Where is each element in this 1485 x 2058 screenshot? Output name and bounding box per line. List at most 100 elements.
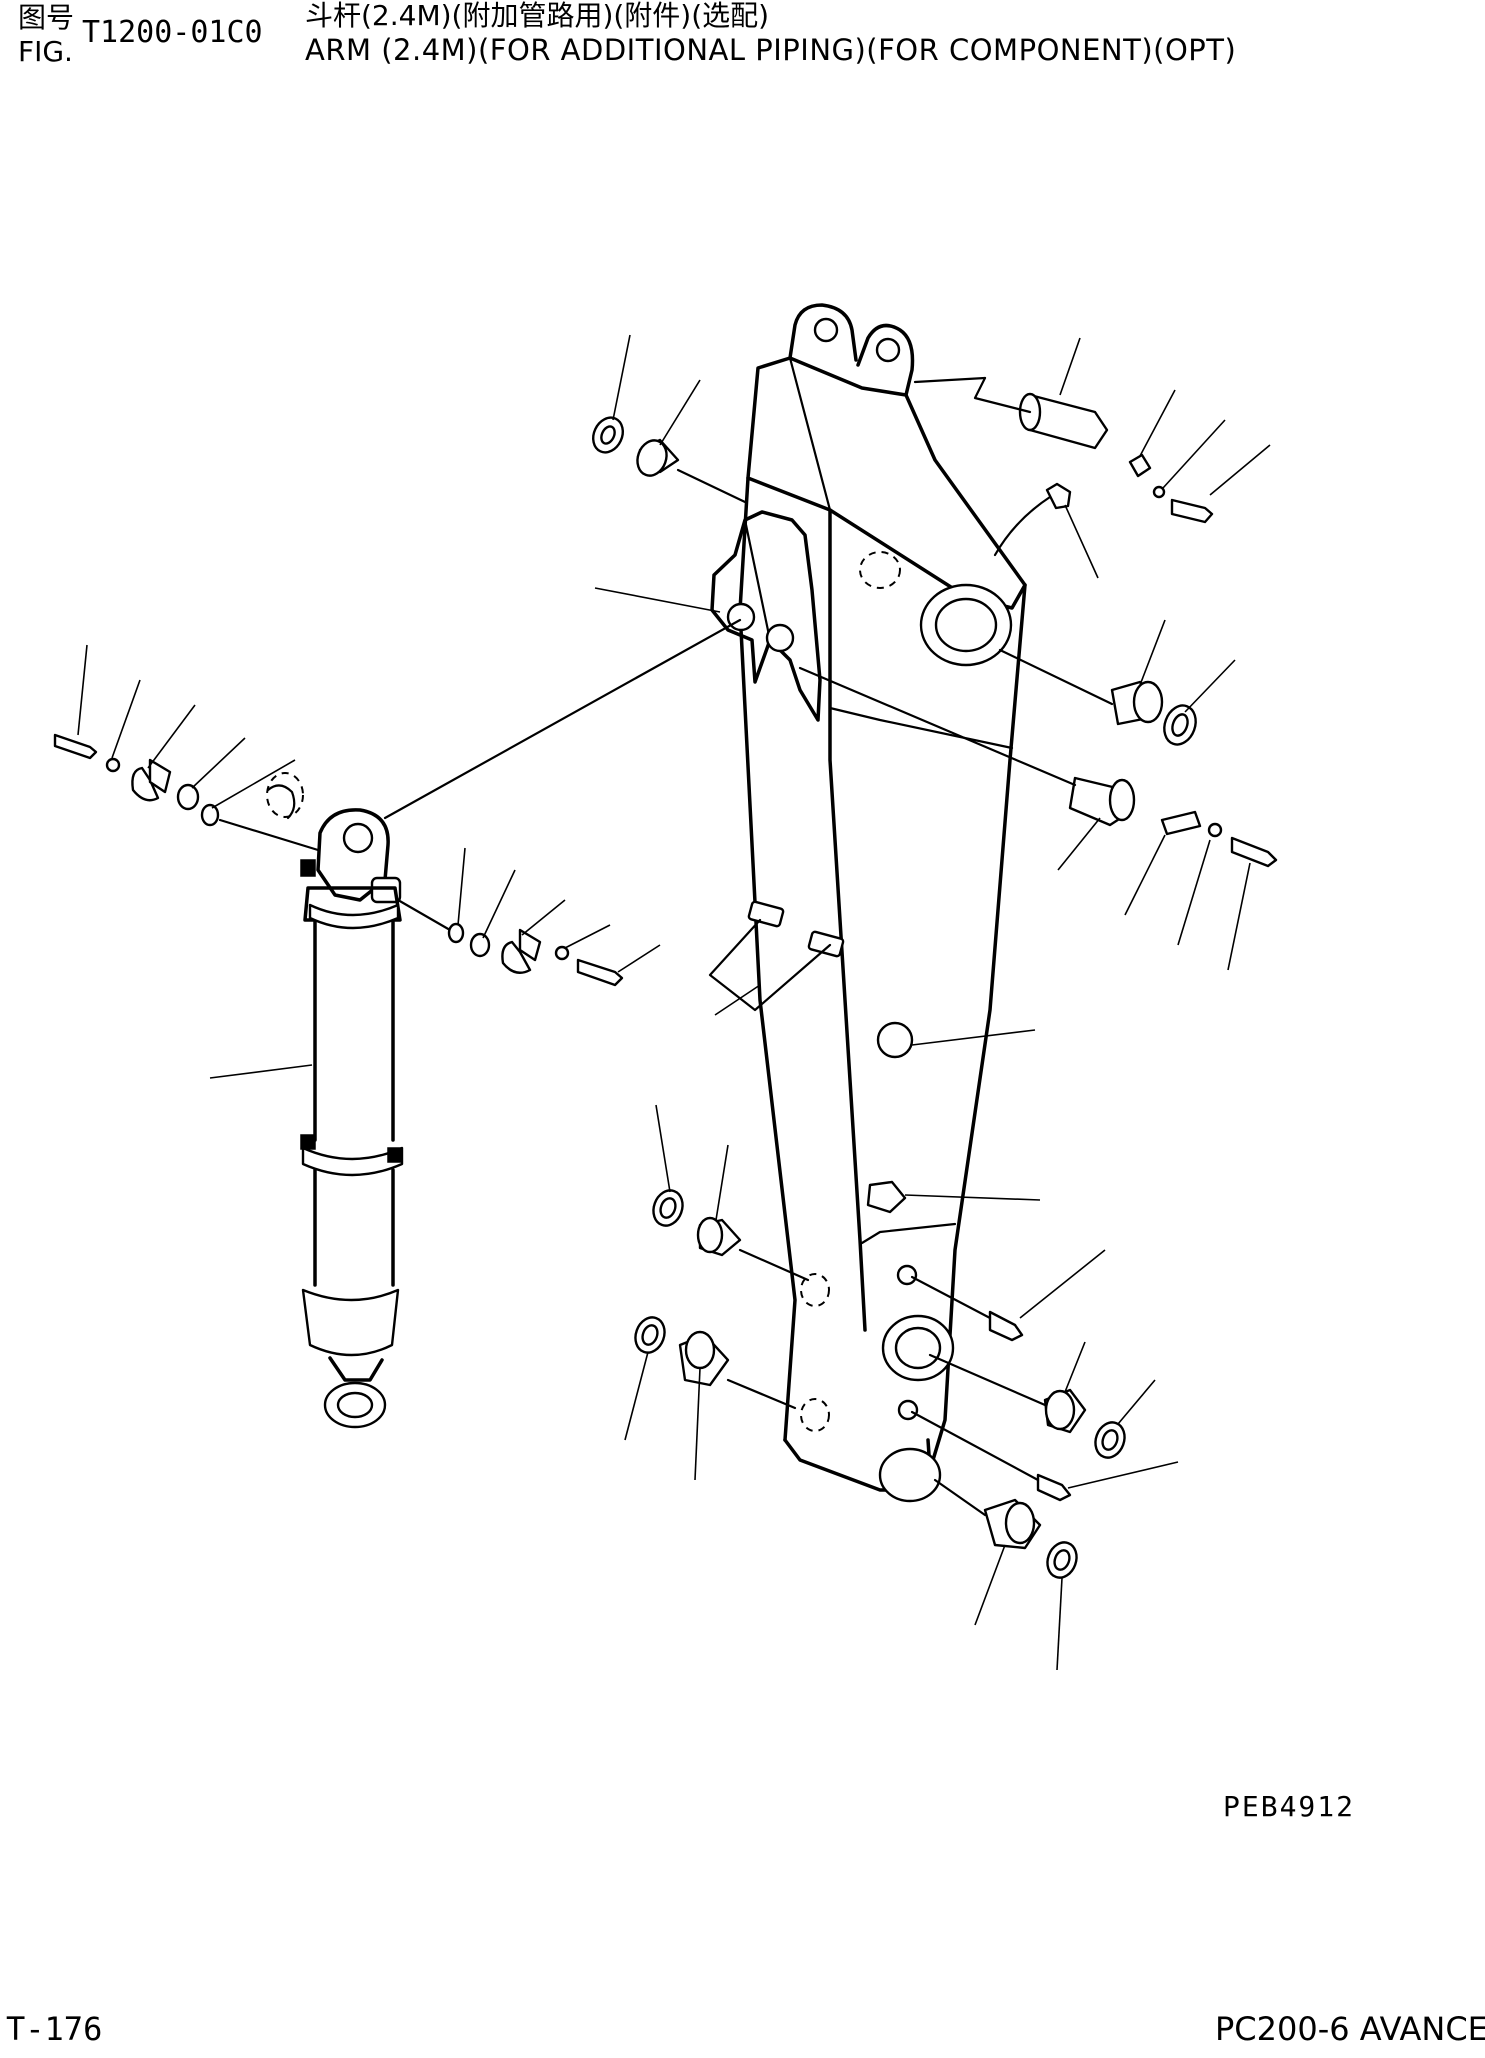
grease-fitting-lower-2 <box>1036 1473 1072 1502</box>
cylinder-rod-eye <box>316 808 390 902</box>
bracket-pin-hole-2 <box>765 623 795 653</box>
leader-8 <box>594 587 721 613</box>
spring-washer-mid <box>554 945 570 961</box>
top-pin <box>1028 393 1109 450</box>
cylinder-tube-upper <box>313 918 395 1142</box>
grease-fitting-top <box>1045 482 1072 510</box>
cylinder-pin-right-axis <box>798 666 1077 787</box>
leader-37 <box>974 1544 1006 1626</box>
model-name: PC200-6 AVANCE <box>1215 2010 1485 2048</box>
arm-body <box>710 303 1027 1503</box>
leader-36 <box>1067 1461 1179 1489</box>
leader-5 <box>1162 419 1226 489</box>
leader-10 <box>1184 659 1236 713</box>
leader-12 <box>1124 834 1166 916</box>
lower-left-bushings <box>634 1189 810 1410</box>
leader-6 <box>1209 444 1271 496</box>
arm-grease-block <box>866 1180 907 1214</box>
head-pin-axis <box>396 898 452 932</box>
cylinder-pin-right-head <box>1108 778 1136 822</box>
arm-top-lugs <box>788 303 915 397</box>
bracket-plate-line <box>743 518 772 642</box>
bushing-right-lower-axis <box>928 1353 1047 1407</box>
drawing-code: PEB4912 <box>1223 1790 1356 1823</box>
arm-small-hole-2 <box>897 1399 919 1421</box>
hidden-boss-upper <box>859 551 901 589</box>
lock-plate-right <box>1160 810 1202 836</box>
lock-plate-top <box>1128 453 1152 478</box>
oring-left <box>200 803 220 827</box>
bushing-right-upper-axis <box>998 648 1114 706</box>
bushing-top-axis <box>676 468 747 504</box>
pin-left-outline <box>266 772 304 818</box>
cylinder-bottom-pin-hole <box>336 1391 374 1419</box>
seal-right-lower-hole <box>1101 1429 1119 1451</box>
bolt-top-right <box>1170 498 1214 524</box>
leader-32 <box>624 1351 649 1441</box>
bushing-lower-1-end <box>696 1216 724 1254</box>
figure-title-chinese: 斗杆(2.4M)(附加管路用)(附件)(选配) <box>305 0 770 32</box>
washer-left <box>176 783 200 811</box>
bushing-right-upper-end <box>1132 680 1164 724</box>
leader-33 <box>694 1367 701 1481</box>
pin-left-axis <box>218 818 320 852</box>
cylinder-clamp-block-3 <box>387 1147 403 1163</box>
top-pin-assembly <box>592 376 1214 557</box>
bushing-bottom-axis <box>933 1478 987 1517</box>
cylinder-bottom-eye <box>328 1356 384 1382</box>
clamp-group-bracket <box>708 918 832 1012</box>
washer-mid-2 <box>469 932 491 958</box>
grease-fitting-lower-2-axis <box>910 1410 1040 1482</box>
arm-center-edge <box>828 508 867 1332</box>
fig-label-cn: 图号 <box>18 1 75 34</box>
leader-26 <box>714 984 761 1016</box>
leader-1 <box>612 334 631 421</box>
leader-11 <box>1057 817 1101 871</box>
bolt-right <box>1230 836 1278 868</box>
rod-eye-link-line <box>383 618 742 820</box>
lock-plate-mid-2 <box>518 928 542 962</box>
grease-fitting-lower-1 <box>988 1310 1024 1342</box>
washer-bottom-hole <box>1053 1549 1071 1571</box>
leader-24 <box>617 944 661 973</box>
leader-14 <box>1227 862 1251 971</box>
cylinder-band-middle <box>301 1146 404 1177</box>
washer-lower-1-hole <box>659 1197 677 1219</box>
page-number: T-176 <box>6 2010 103 2048</box>
arm-top-plate <box>746 356 1027 610</box>
leader-22 <box>521 899 566 936</box>
fig-label-en: FIG. <box>18 35 73 68</box>
bushing-lower-2-end <box>684 1330 716 1370</box>
bolt-mid <box>576 958 624 987</box>
bushing-top-end <box>636 439 668 477</box>
leader-28 <box>904 1194 1041 1201</box>
cylinder-end-cap <box>301 1288 400 1357</box>
washer-top-left-hole <box>600 425 616 445</box>
top-pin-axis <box>913 376 987 384</box>
lock-plate-left <box>131 766 160 802</box>
leader-13 <box>1177 839 1211 946</box>
leader-15 <box>77 644 88 736</box>
leader-3 <box>1059 337 1081 396</box>
hidden-boss-bottom <box>800 1398 830 1432</box>
pin-left-boss <box>266 784 296 820</box>
lock-plate-mid <box>501 940 532 974</box>
leader-9 <box>1139 619 1166 686</box>
grease-line-top <box>993 495 1052 557</box>
lower-right-parts <box>910 1275 1126 1579</box>
leader-18 <box>191 737 246 789</box>
hidden-boss-mid <box>800 1273 830 1307</box>
top-lug-hole-right <box>875 337 901 363</box>
cylinder-clamp-block-1 <box>300 859 316 877</box>
seal-right-upper-hole <box>1171 713 1189 737</box>
leader-19 <box>211 759 296 809</box>
figure-title-english: ARM (2.4M)(FOR ADDITIONAL PIPING)(FOR CO… <box>305 33 1237 67</box>
bushing-right-lower-end <box>1044 1389 1076 1431</box>
arm-left-edge <box>738 476 797 1442</box>
bracket-pin-hole <box>726 602 756 632</box>
arm-rib-lower <box>860 1222 957 1245</box>
cylinder-band-upper <box>308 903 400 930</box>
bushing-bottom-end <box>1004 1501 1036 1545</box>
leader-31 <box>1019 1249 1106 1319</box>
